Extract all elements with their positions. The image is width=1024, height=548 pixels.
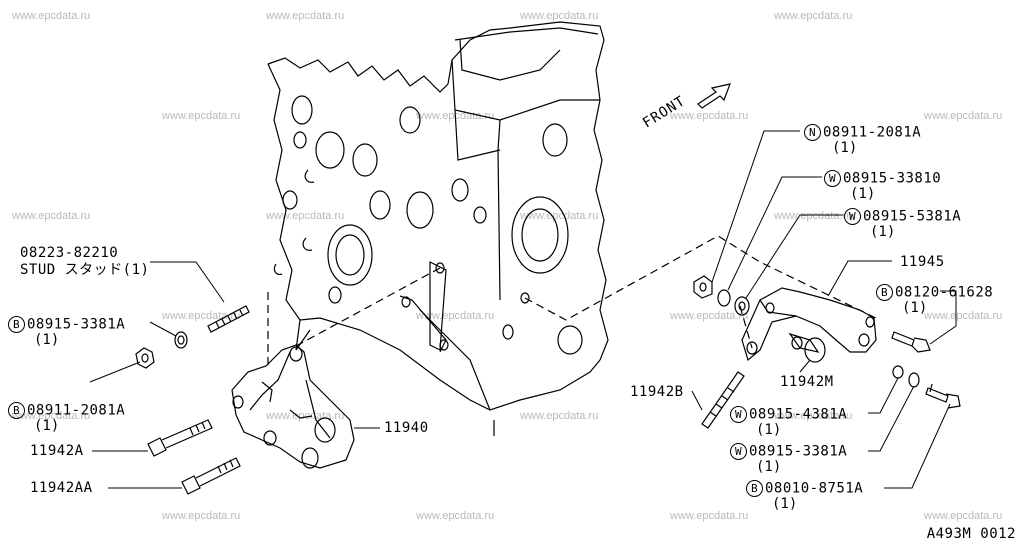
assembly-lines [267,235,881,370]
watermark: www.epcdata.ru [670,510,749,522]
qty-bolt-08010: (1) [772,496,798,512]
spacer-11942m [788,332,826,363]
watermark: www.epcdata.ru [12,410,91,422]
stud-left [207,305,250,333]
watermark: www.epcdata.ru [520,210,599,222]
watermark: www.epcdata.ru [774,10,853,22]
stud-11942b [701,371,745,429]
label-bolt-11942a: 11942A [30,443,84,459]
qty-nut-left: (1) [34,418,60,434]
watermark: www.epcdata.ru [924,310,1003,322]
label-stud-number: 08223-82210 [20,245,119,261]
prefix-badge: W [844,208,861,225]
label-stud-11942b: 11942B [630,384,684,400]
label-stud-desc: STUD スタッド(1) [20,262,150,278]
watermark: www.epcdata.ru [416,510,495,522]
watermark: www.epcdata.ru [774,410,853,422]
prefix-badge: B [8,316,25,333]
prefix-badge: W [824,170,841,187]
qty-bolt-08120: (1) [902,300,928,316]
watermark: www.epcdata.ru [924,510,1003,522]
washer-left [174,331,188,349]
qty-washer-r3: (1) [756,422,782,438]
prefix-badge: B [876,284,893,301]
prefix-badge: W [730,406,747,423]
bolt-08010 [925,383,961,409]
washer-right-1 [717,289,731,307]
watermark: www.epcdata.ru [162,110,241,122]
watermark: www.epcdata.ru [12,210,91,222]
diagram-code: A493M 0012 [926,526,1016,542]
label-bolt-11942aa: 11942AA [30,480,93,496]
bolt-11942aa [181,457,241,495]
left-bracket [231,344,355,469]
label-bracket-11940: 11940 [384,420,429,436]
nut-left [135,347,155,369]
watermark: www.epcdata.ru [416,310,495,322]
prefix-badge: W [730,443,747,460]
qty-nut-right: (1) [832,140,858,156]
washer-right-3 [892,365,904,379]
right-bracket [741,287,877,362]
watermark: www.epcdata.ru [520,410,599,422]
washer-right-2 [734,296,750,316]
prefix-badge: B [8,402,25,419]
engine-block [267,21,609,436]
qty-washer-r2: (1) [870,224,896,240]
prefix-badge: B [746,480,763,497]
washer-right-4 [908,372,920,388]
prefix-badge: N [804,124,821,141]
watermark: www.epcdata.ru [520,10,599,22]
watermark: www.epcdata.ru [12,10,91,22]
watermark: www.epcdata.ru [162,510,241,522]
label-spacer-11942m: 11942M [780,374,834,390]
watermark: www.epcdata.ru [924,110,1003,122]
bolt-08120 [891,331,931,353]
watermark: www.epcdata.ru [670,310,749,322]
front-arrow-icon [697,83,731,109]
leader-lines [89,130,957,489]
watermark: www.epcdata.ru [266,410,345,422]
label-bracket-11945: 11945 [900,254,945,270]
bolt-11942a [147,419,213,457]
watermark: www.epcdata.ru [774,210,853,222]
qty-washer-r4: (1) [756,459,782,475]
qty-washer-r1: (1) [850,186,876,202]
nut-right [693,275,713,299]
qty-washer-left: (1) [34,332,60,348]
watermark: www.epcdata.ru [266,10,345,22]
watermark: www.epcdata.ru [670,110,749,122]
